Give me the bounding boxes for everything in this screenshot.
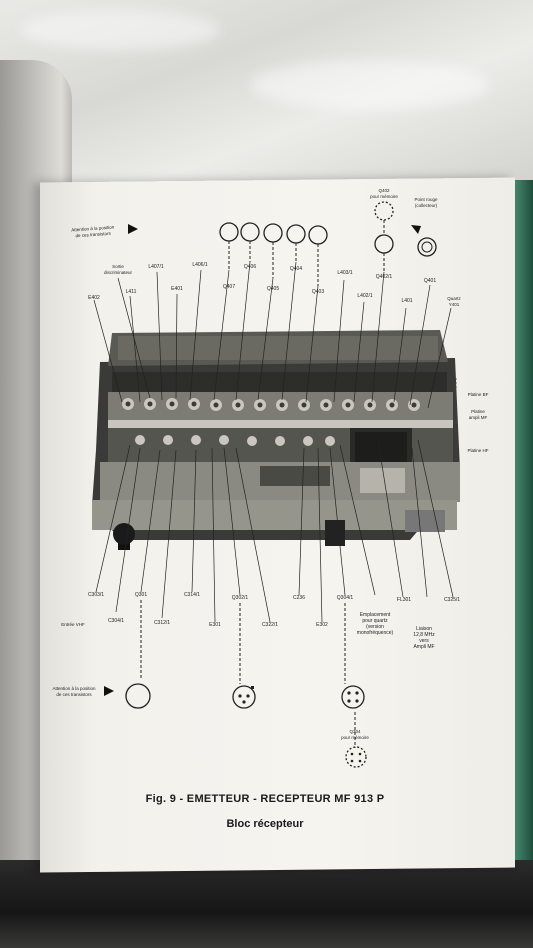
label-platine-ampli-mf: Platine ampli MF	[468, 409, 488, 420]
label-c304: C304/1	[107, 618, 125, 624]
label-c303: C303/1	[87, 592, 105, 598]
label-c236: C236	[293, 595, 305, 601]
book-bottom-edge	[0, 860, 533, 948]
label-e402: E402	[88, 295, 100, 301]
label-q302: Q302/1	[231, 595, 249, 601]
label-q304-1: Q304/1	[336, 595, 354, 601]
label-c314: C314/1	[183, 592, 201, 598]
transistor-q403-circle	[308, 225, 328, 245]
dashed-leads-bottom	[140, 600, 356, 748]
label-platine-bf: Platine BF	[467, 392, 489, 397]
label-q304-memory: Q304 pour mémoire	[341, 729, 369, 740]
cloth-fold	[20, 10, 220, 50]
transistor-q301-circle	[125, 683, 151, 709]
transistor-q406-circle	[240, 222, 260, 242]
label-q301: Q301	[134, 592, 148, 598]
receiver-block-photo	[92, 330, 460, 550]
label-entree-vhf: Entrée VHF	[61, 622, 85, 627]
label-quartz-y401: Quartz Y401	[447, 296, 461, 307]
label-q406: Q406	[243, 264, 257, 270]
label-fl301: FL301	[396, 597, 412, 603]
label-platine-hf: Platine HF	[467, 448, 489, 453]
label-q404: Q404	[289, 266, 303, 272]
label-c322: C322/1	[261, 622, 279, 628]
transistor-q402-circle	[374, 234, 394, 254]
arrow-icon	[128, 224, 138, 234]
dashed-leads-top	[228, 220, 385, 286]
label-l411: L411	[125, 289, 137, 295]
label-l406: L406/1	[192, 262, 208, 268]
cloth-fold	[250, 60, 490, 110]
label-q403: Q403	[311, 289, 325, 295]
transistor-q404-circle	[286, 224, 306, 244]
transistor-q304-circle	[341, 685, 365, 709]
label-l407: L407/1	[148, 264, 164, 270]
transistor-outlines-bottom	[125, 683, 367, 768]
leader-lines-bottom	[95, 439, 454, 623]
figure-caption-title: Fig. 9 - EMETTEUR - RECEPTEUR MF 913 P	[145, 793, 385, 805]
label-q405: Q405	[266, 286, 280, 292]
label-q401: Q401	[423, 278, 437, 284]
figure-caption-subtitle: Bloc récepteur	[226, 818, 304, 830]
transistor-pins	[238, 686, 362, 763]
label-e401: E401	[171, 286, 183, 292]
label-c312: C312/1	[153, 620, 171, 626]
label-q402-1: Q402/1	[375, 274, 393, 280]
background-cloth	[0, 0, 533, 200]
label-sortie-discriminateur: Sortie discriminateur	[103, 264, 132, 275]
label-q407: Q407	[222, 284, 236, 290]
label-l402: L402/1	[357, 293, 373, 299]
transistor-q401-inner	[421, 241, 433, 253]
arrow-icon	[104, 686, 114, 696]
label-q402-memory: Q402 pour mémoire	[370, 188, 398, 199]
arrow-icon	[411, 225, 421, 234]
label-point-rouge: Point rouge (collecteur)	[414, 197, 438, 208]
transistor-q407-circle	[219, 222, 239, 242]
label-l403: L403/1	[337, 270, 353, 276]
leader-lines-top	[93, 261, 452, 409]
label-liaison-12-8-mhz: Liaison 12,8 MHz vers Ampli MF	[413, 626, 435, 650]
transistor-q304-memory-circle	[345, 746, 367, 768]
label-attention-bottom: Attention à la position de ces transisto…	[52, 686, 96, 697]
transistor-outlines-top	[219, 201, 437, 257]
transistor-q302-circle	[232, 685, 256, 709]
transistor-q405-circle	[263, 223, 283, 243]
label-emplacement-quartz: Emplacement pour quartz (version monofré…	[356, 612, 394, 636]
label-e302: E302	[316, 622, 328, 628]
label-l401: L401	[401, 298, 413, 304]
label-c325: C325/1	[443, 597, 461, 603]
label-e301: E301	[209, 622, 221, 628]
transistor-q402-memory-circle	[374, 201, 394, 221]
transistor-q401-circle	[417, 237, 437, 257]
